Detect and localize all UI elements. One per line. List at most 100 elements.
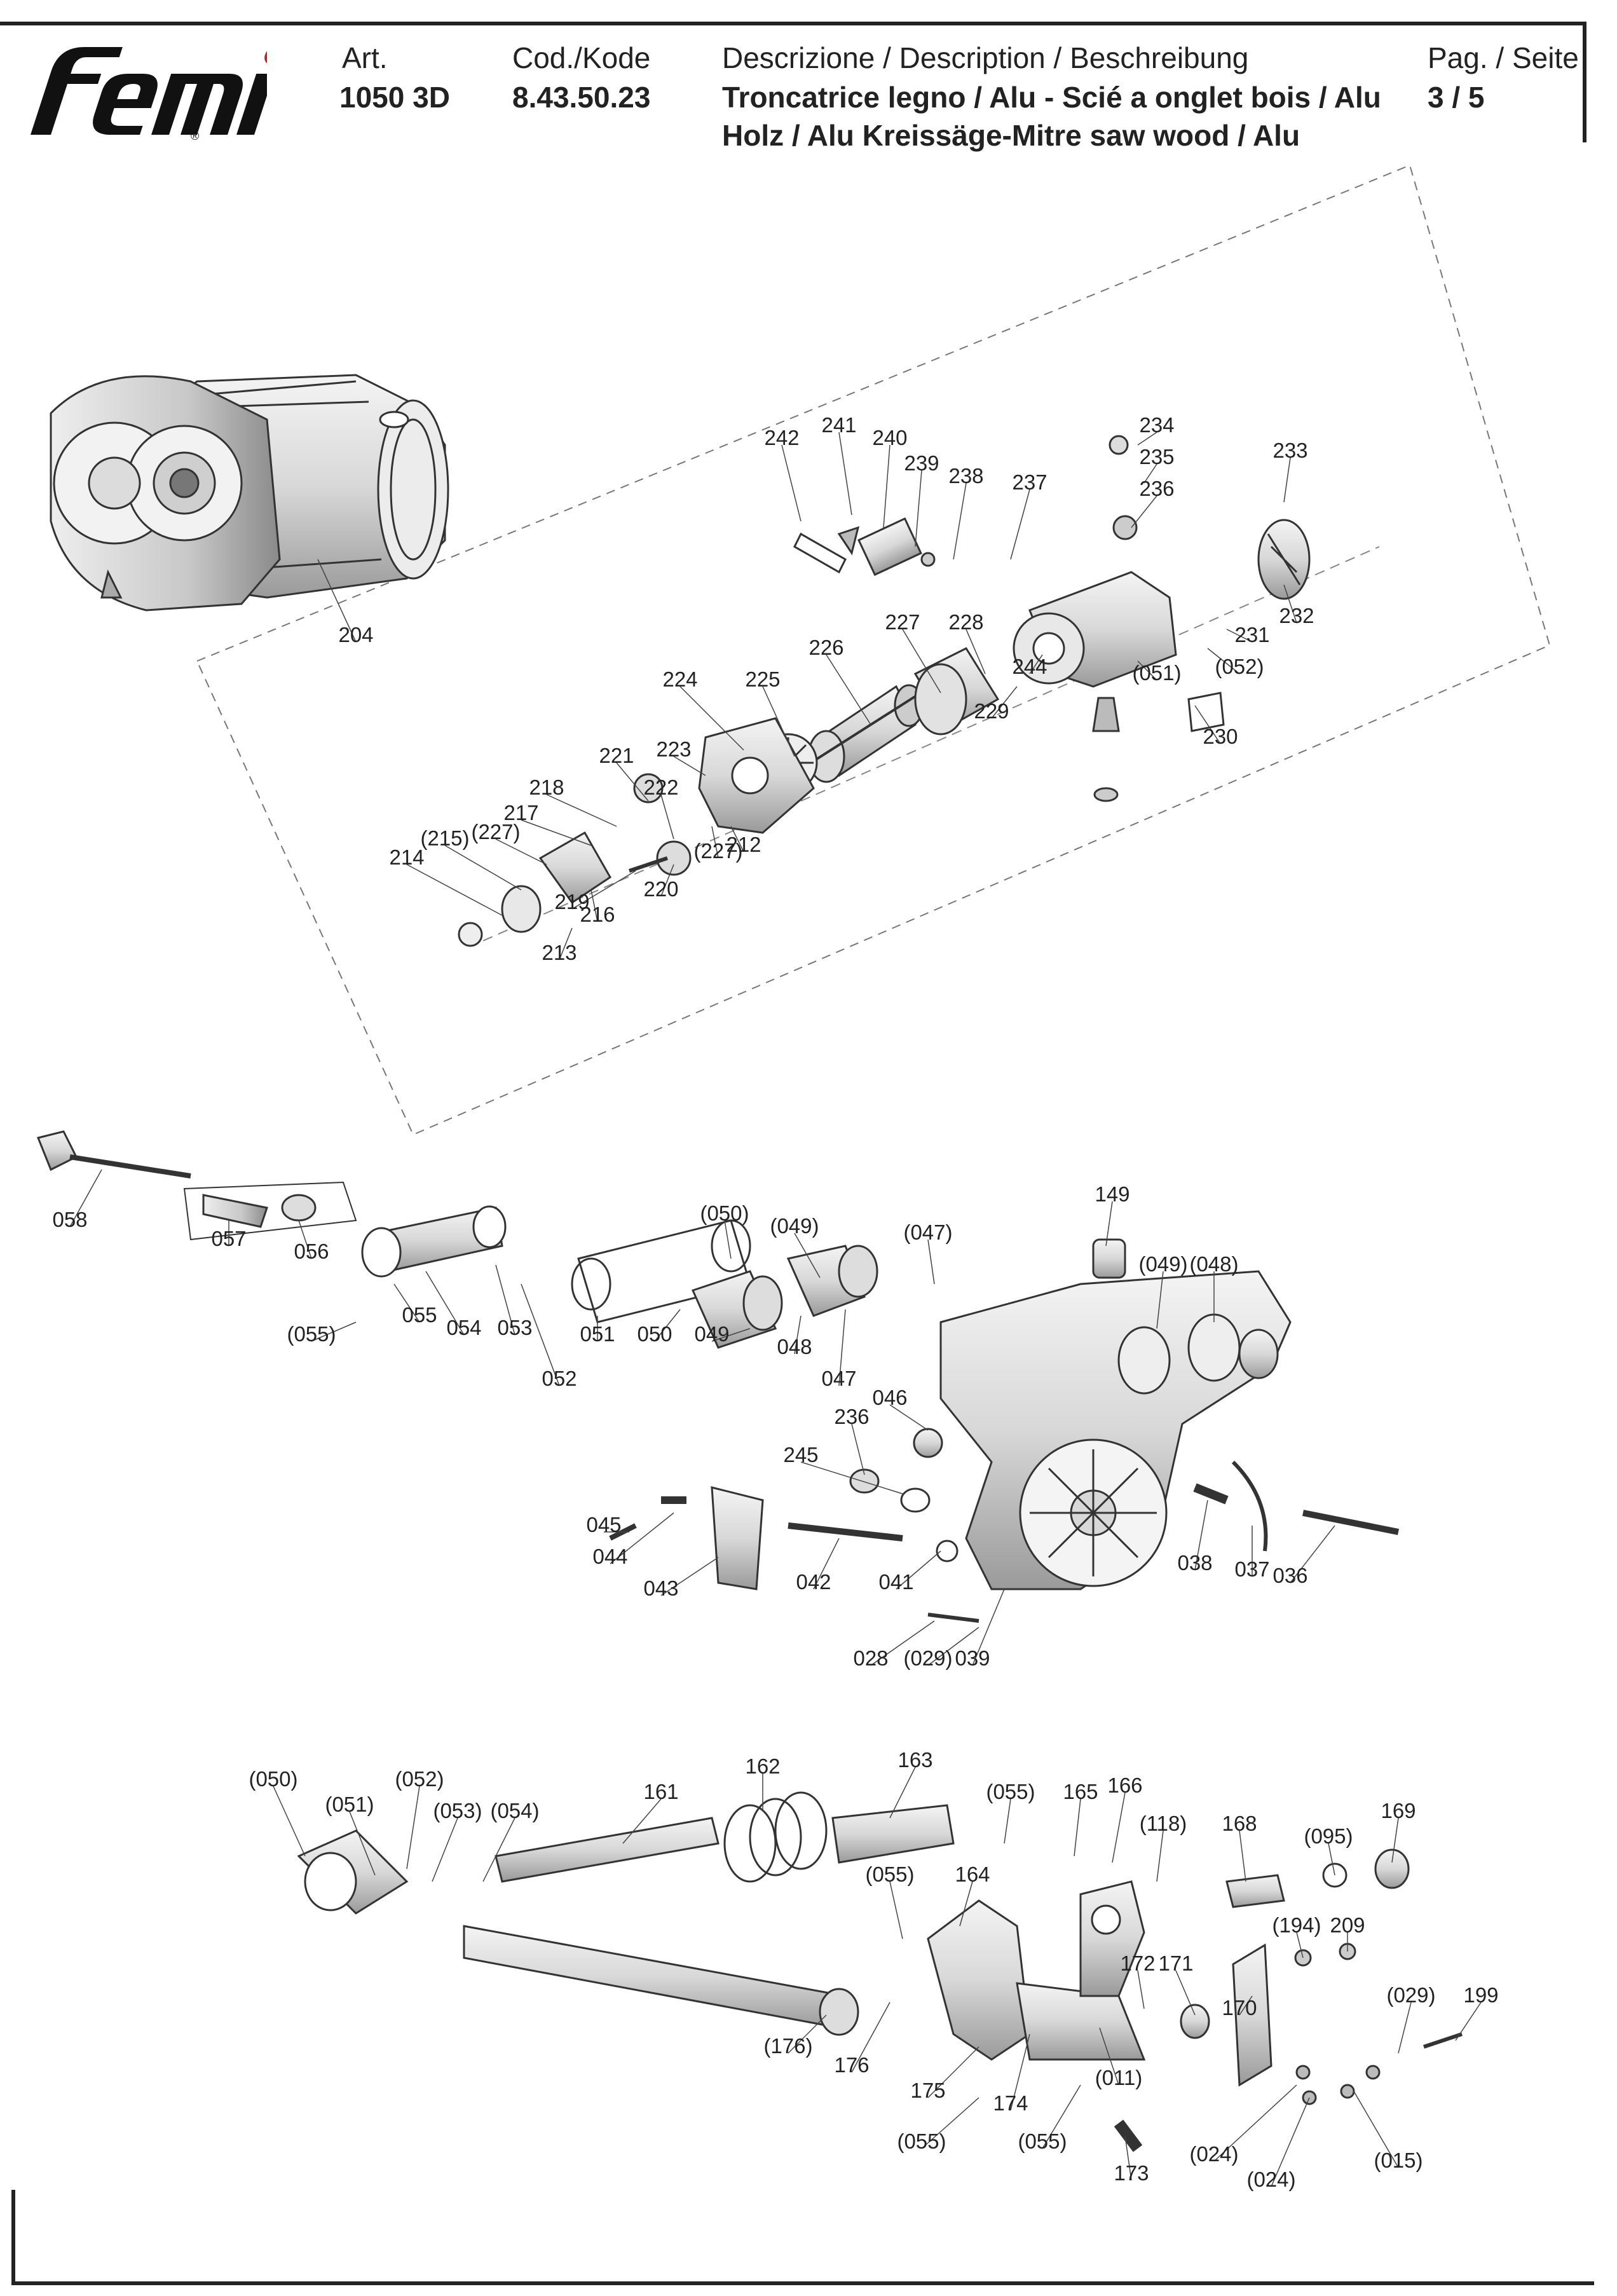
- label-plate-part: [1187, 692, 1225, 732]
- part-callout-label: (095): [1304, 1824, 1353, 1848]
- small-nut-part: [1109, 435, 1129, 455]
- part-callout-label: 171: [1158, 1951, 1193, 1975]
- callout-leader-line: [838, 432, 852, 516]
- part-callout-label: 047: [821, 1367, 856, 1390]
- part-callout-label: 043: [643, 1576, 678, 1600]
- callout-leader-line: [349, 1811, 376, 1876]
- callout-leader-line: [724, 1220, 732, 1259]
- part-callout-label: 233: [1272, 439, 1307, 462]
- callout-leader-line: [851, 1423, 865, 1475]
- callout-leader-line: [794, 1315, 802, 1355]
- page-value: 3 / 5: [1428, 81, 1485, 114]
- bearing-part: [458, 922, 483, 947]
- page-frame-left: [11, 2190, 15, 2285]
- cover-037-part: [1231, 1460, 1268, 1552]
- part-callout-label: 176: [834, 2053, 869, 2077]
- part-callout-label: (050): [249, 1767, 297, 1791]
- part-callout-label: (118): [1140, 1812, 1187, 1835]
- callout-leader-line: [393, 1283, 420, 1323]
- callout-leader-line: [896, 1550, 941, 1590]
- description-line-2: Holz / Alu Kreissäge-Mitre saw wood / Al…: [722, 119, 1300, 152]
- part-callout-label: 231: [1234, 623, 1269, 646]
- part-callout-label: 056: [294, 1240, 329, 1263]
- part-callout-label: 173: [1114, 2161, 1149, 2185]
- screw-028-part: [927, 1613, 979, 1623]
- callout-leader-line: [444, 845, 522, 891]
- part-callout-label: (215): [420, 826, 469, 850]
- callout-leader-line: [1156, 1271, 1164, 1329]
- callout-leader-line: [1283, 584, 1297, 624]
- part-callout-label: 199: [1463, 1983, 1498, 2007]
- callout-leader-line: [1455, 2002, 1482, 2041]
- screw-199-part: [1423, 2032, 1463, 2049]
- callout-leader-line: [953, 482, 967, 560]
- part-callout-label: 212: [726, 833, 761, 856]
- callout-leader-line: [679, 686, 744, 751]
- spring-cap-part: [281, 1194, 317, 1222]
- callout-leader-line: [927, 2046, 979, 2098]
- part-callout-label: 169: [1381, 1799, 1416, 1822]
- part-callout-label: 049: [694, 1322, 729, 1346]
- callout-leader-line: [794, 1233, 821, 1278]
- code-label: Cod./Kode: [512, 41, 651, 74]
- callout-leader-line: [495, 1264, 515, 1336]
- part-callout-label: 164: [955, 1862, 990, 1886]
- arm-link-part: [361, 1205, 507, 1278]
- part-callout-label: (024): [1189, 2142, 1238, 2166]
- part-callout-label: 057: [211, 1227, 246, 1250]
- base-bracket-part: [927, 1880, 1146, 2061]
- part-callout-label: (053): [433, 1799, 482, 1822]
- motor-group-dashed-frame: [196, 164, 1551, 1136]
- callout-leader-line: [813, 1538, 840, 1590]
- callout-leader-line: [559, 927, 573, 960]
- part-callout-label: 172: [1120, 1951, 1155, 1975]
- callout-leader-line: [1283, 457, 1291, 503]
- callout-leader-line: [571, 870, 636, 910]
- small-bushing-part: [1112, 515, 1138, 540]
- callout-leader-line: [610, 1512, 674, 1564]
- part-callout-label: 039: [955, 1646, 990, 1670]
- stator-part: [913, 647, 1000, 735]
- part-callout-label: 044: [592, 1545, 627, 1568]
- part-callout-label: 226: [808, 636, 843, 659]
- part-callout-label: (055): [1018, 2129, 1067, 2153]
- part-callout-label: 235: [1139, 445, 1174, 468]
- part-callout-label: 036: [1272, 1564, 1307, 1587]
- part-callout-label: 234: [1139, 413, 1174, 437]
- part-callout-label: 229: [974, 699, 1009, 723]
- part-callout-label: 058: [52, 1208, 87, 1231]
- part-callout-label: (048): [1189, 1252, 1238, 1276]
- gear-part-a: [633, 773, 664, 803]
- part-callout-label: 055: [402, 1303, 437, 1327]
- part-callout-label: 241: [821, 413, 856, 437]
- callout-leader-line: [838, 1309, 846, 1386]
- rod-161-part: [495, 1817, 720, 1883]
- spring-162-part: [723, 1791, 828, 1883]
- part-callout-label: 225: [745, 667, 780, 691]
- callout-leader-line: [788, 2014, 827, 2054]
- knob-149-part: [1092, 1238, 1126, 1279]
- part-callout-label: 165: [1063, 1780, 1098, 1803]
- page-frame-right: [1583, 22, 1586, 142]
- part-callout-label: (051): [1132, 661, 1181, 685]
- art-value: 1050 3D: [339, 81, 450, 114]
- part-callout-label: (055): [865, 1862, 914, 1886]
- motor-axis-line: [482, 546, 1380, 941]
- callout-leader-line: [1290, 1525, 1335, 1583]
- callout-leader-line: [1137, 432, 1157, 446]
- part-callout-label: 223: [656, 737, 691, 761]
- callout-leader-line: [781, 444, 802, 522]
- art-label: Art.: [342, 41, 388, 74]
- callout-leader-line: [521, 819, 592, 846]
- part-callout-label: 219: [554, 890, 589, 913]
- callout-leader-line: [1213, 2084, 1297, 2162]
- part-callout-label: 236: [834, 1405, 869, 1428]
- part-callout-label: (049): [770, 1214, 819, 1238]
- part-callout-label: (052): [1215, 655, 1264, 678]
- part-callout-label: 217: [503, 801, 538, 824]
- callout-leader-line: [711, 1328, 751, 1342]
- callout-leader-line: [959, 1881, 973, 1927]
- callout-leader-line: [432, 1817, 458, 1882]
- callout-leader-line: [1074, 1798, 1081, 1857]
- part-callout-label: 037: [1234, 1557, 1269, 1581]
